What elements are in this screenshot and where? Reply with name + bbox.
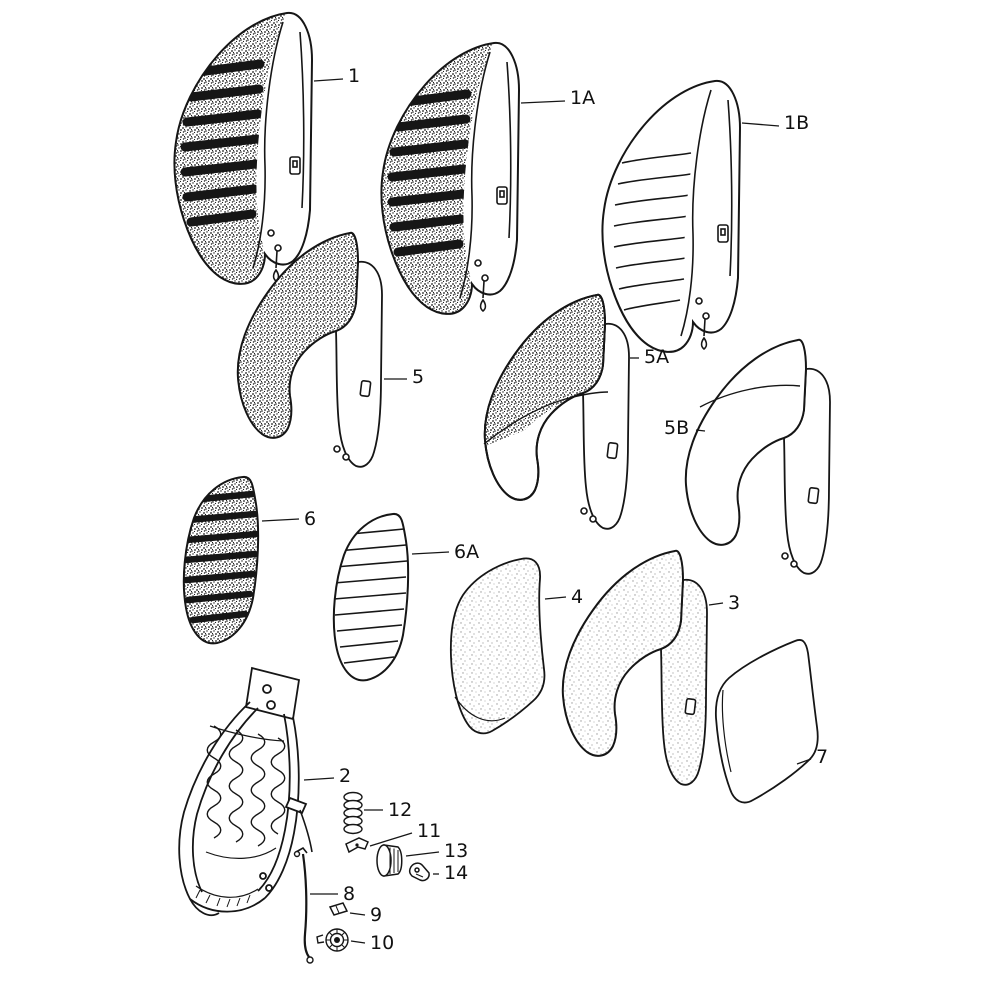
part-label-5: 5 [412, 366, 424, 388]
callout-5A: 5A [630, 346, 669, 368]
callout-12: 12 [364, 799, 412, 821]
part-label-7: 7 [816, 746, 828, 768]
part-5A-bolster-cover [483, 293, 630, 530]
callout-1A: 1A [520, 87, 595, 109]
part-label-4: 4 [571, 586, 583, 608]
part-label-5A: 5A [644, 346, 669, 368]
part-label-6: 6 [304, 508, 316, 530]
callout-5B: 5B [664, 417, 706, 439]
part-13-knob [376, 844, 403, 877]
callout-11: 11 [369, 820, 441, 847]
part-label-9: 9 [370, 904, 382, 926]
part-label-8: 8 [343, 883, 355, 905]
part-1-backrest-cover [173, 11, 313, 285]
part-9-clip [328, 902, 349, 916]
part-label-1A: 1A [570, 87, 595, 109]
part-1A-backrest-cover [380, 41, 520, 315]
callout-2: 2 [303, 765, 351, 787]
part-11-bracket [345, 837, 369, 854]
part-10-grommet [316, 928, 349, 952]
callout-8: 8 [310, 883, 355, 905]
part-8-release-cable [293, 846, 314, 964]
part-label-10: 10 [370, 932, 394, 954]
part-label-3: 3 [728, 592, 740, 614]
part-1B-backrest-cover [601, 79, 741, 353]
callout-14: 14 [433, 862, 468, 884]
part-3-foam-shell [561, 549, 708, 786]
part-4-foam-pad [449, 557, 546, 735]
callout-4: 4 [544, 586, 583, 608]
callout-10: 10 [350, 932, 394, 954]
part-7-panel [714, 639, 819, 804]
part-6A-pad [332, 512, 410, 682]
callout-6: 6 [261, 508, 316, 530]
callout-9: 9 [349, 904, 382, 926]
part-label-5B: 5B [664, 417, 689, 439]
callout-13: 13 [405, 840, 468, 862]
part-label-13: 13 [444, 840, 468, 862]
callout-7: 7 [796, 746, 828, 768]
part-2-backrest-frame [178, 666, 313, 917]
part-14-clip [408, 862, 430, 882]
callout-3: 3 [708, 592, 740, 614]
part-label-2: 2 [339, 765, 351, 787]
part-label-1: 1 [348, 65, 360, 87]
part-label-1B: 1B [784, 112, 809, 134]
callout-1: 1 [313, 65, 360, 87]
part-12-spring [343, 791, 363, 835]
part-6-pad [182, 475, 260, 645]
part-5B-bolster-cover [684, 338, 831, 575]
callout-1B: 1B [741, 112, 809, 134]
callout-5: 5 [384, 366, 424, 388]
part-label-14: 14 [444, 862, 468, 884]
part-label-11: 11 [417, 820, 441, 842]
part-label-6A: 6A [454, 541, 479, 563]
part-label-12: 12 [388, 799, 412, 821]
callout-6A: 6A [411, 541, 479, 563]
